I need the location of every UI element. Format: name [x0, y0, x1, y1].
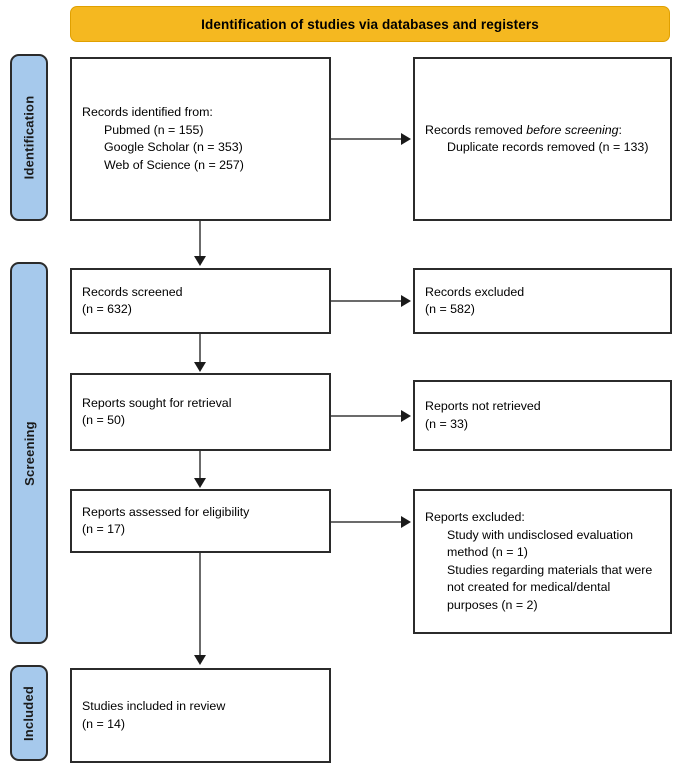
stage-pill-screening-label: Screening [21, 420, 37, 486]
arrowhead-right-icon [401, 410, 411, 422]
box-reports-excluded: Reports excluded: Study with undisclosed… [413, 489, 672, 634]
box-reports-not-retrieved: Reports not retrieved (n = 33) [413, 380, 672, 451]
connector-sought-to-not-retrieved [331, 415, 403, 417]
box-reports-sought-count: (n = 50) [82, 413, 126, 427]
arrowhead-right-icon [401, 295, 411, 307]
box-reports-assessed-text: Reports assessed for eligibility (n = 17… [72, 504, 329, 539]
box-records-removed-title-lead: Records removed [425, 122, 527, 137]
stage-pill-identification: Identification [10, 54, 48, 221]
stage-pill-included-label: Included [21, 685, 37, 741]
arrowhead-right-icon [401, 516, 411, 528]
box-records-identified-item-0: Pubmed (n = 155) [104, 122, 204, 137]
connector-screened-to-sought [199, 334, 201, 365]
box-reports-not-retrieved-count: (n = 33) [425, 416, 469, 431]
connector-screened-to-excluded [331, 300, 403, 302]
box-reports-assessed-for-eligibility: Reports assessed for eligibility (n = 17… [70, 489, 331, 553]
box-records-screened-count: (n = 632) [82, 302, 132, 316]
box-records-identified: Records identified from: Pubmed (n = 155… [70, 57, 331, 221]
box-reports-assessed-title: Reports assessed for eligibility [82, 504, 250, 519]
box-studies-included-count: (n = 14) [82, 716, 126, 731]
box-reports-sought-for-retrieval: Reports sought for retrieval (n = 50) [70, 373, 331, 451]
box-records-removed-title-tail: : [618, 122, 622, 137]
box-reports-sought-text: Reports sought for retrieval (n = 50) [72, 395, 329, 430]
box-records-identified-text: Records identified from: Pubmed (n = 155… [72, 104, 329, 174]
stage-pill-included: Included [10, 665, 48, 761]
box-records-screened-title: Records screened [82, 284, 183, 299]
box-reports-not-retrieved-text: Reports not retrieved (n = 33) [415, 398, 670, 433]
box-records-excluded-text: Records excluded (n = 582) [415, 284, 670, 319]
box-records-identified-item-2: Web of Science (n = 257) [104, 157, 244, 172]
box-studies-included-title: Studies included in review [82, 699, 226, 713]
box-records-identified-title: Records identified from: [82, 105, 213, 119]
box-studies-included-text: Studies included in review (n = 14) [72, 698, 329, 733]
box-reports-assessed-count: (n = 17) [82, 522, 126, 536]
connector-identified-to-screened [199, 221, 201, 260]
connector-assessed-to-excluded [331, 521, 403, 523]
connector-identified-to-removed [331, 138, 403, 140]
stage-pill-identification-label: Identification [21, 95, 37, 180]
box-reports-not-retrieved-title: Reports not retrieved [425, 399, 541, 413]
box-reports-excluded-text: Reports excluded: Study with undisclosed… [415, 509, 670, 614]
box-records-removed-item-0: Duplicate records removed (n = 133) [447, 140, 649, 154]
arrowhead-down-icon [194, 478, 206, 488]
box-reports-excluded-title: Reports excluded: [425, 510, 525, 524]
box-studies-included-in-review: Studies included in review (n = 14) [70, 668, 331, 763]
arrowhead-down-icon [194, 362, 206, 372]
connector-assessed-to-included [199, 553, 201, 657]
box-reports-sought-title: Reports sought for retrieval [82, 395, 232, 410]
box-records-removed-text: Records removed before screening: Duplic… [415, 122, 670, 157]
section-banner-identification: Identification of studies via databases … [70, 6, 670, 42]
stage-pill-screening: Screening [10, 262, 48, 644]
arrowhead-down-icon [194, 256, 206, 266]
box-records-screened: Records screened (n = 632) [70, 268, 331, 334]
connector-sought-to-assessed [199, 451, 201, 480]
box-reports-excluded-item-0: Study with undisclosed evaluation method… [447, 527, 633, 560]
box-records-removed-title-italic: before screening [526, 122, 619, 137]
box-records-removed-before-screening: Records removed before screening: Duplic… [413, 57, 672, 221]
box-records-screened-text: Records screened (n = 632) [72, 284, 329, 319]
box-records-excluded: Records excluded (n = 582) [413, 268, 672, 334]
arrowhead-right-icon [401, 133, 411, 145]
box-records-identified-item-1: Google Scholar (n = 353) [104, 140, 243, 154]
box-records-excluded-title: Records excluded [425, 284, 525, 299]
box-records-excluded-count: (n = 582) [425, 302, 475, 316]
box-reports-excluded-item-1: Studies regarding materials that were no… [447, 562, 653, 612]
arrowhead-down-icon [194, 655, 206, 665]
banner-title: Identification of studies via databases … [201, 16, 539, 32]
